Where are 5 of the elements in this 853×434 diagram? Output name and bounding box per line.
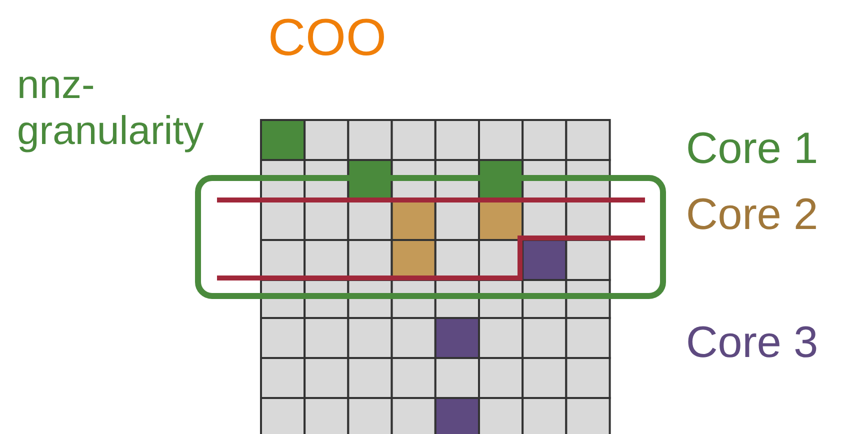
title: COO — [268, 8, 386, 68]
axis-label: nnz-granularity — [17, 62, 205, 154]
core-label: Core 2 — [686, 190, 818, 240]
core-label: Core 3 — [686, 318, 818, 368]
core-label: Core 1 — [686, 124, 818, 174]
